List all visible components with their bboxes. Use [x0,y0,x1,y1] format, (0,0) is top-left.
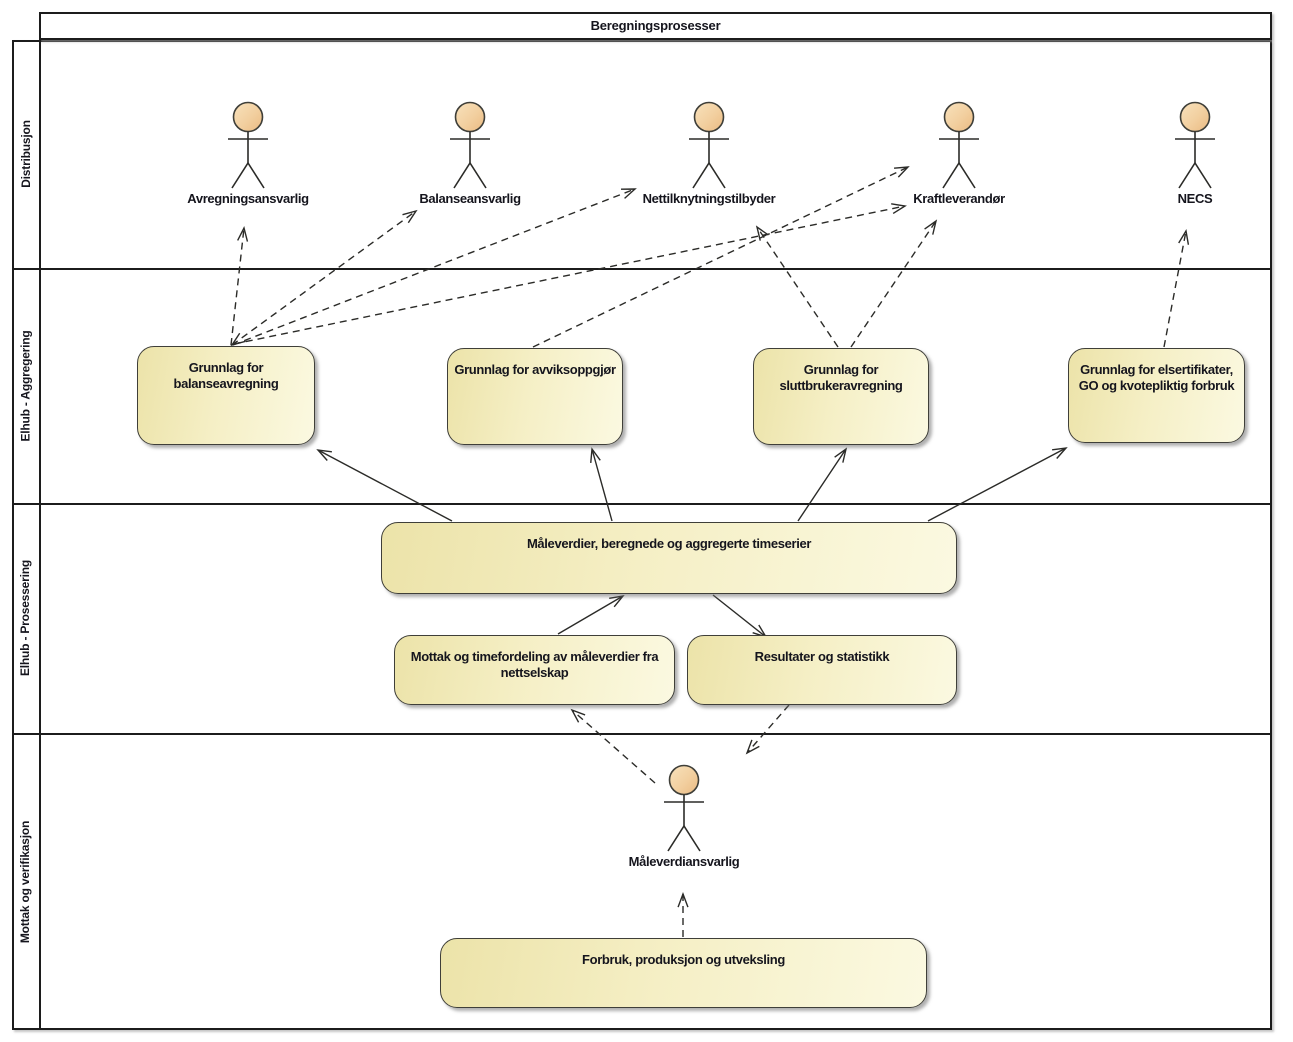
box-mottak-timefordeling: Mottak og timefordeling av måleverdier f… [394,635,675,705]
actor-figure-balanseansvarlig [450,101,490,189]
diagram-outer-frame [12,40,1272,1030]
arrow-maleverdiansvarlig-to-mottak-timefordeling [570,708,656,784]
diagram-title-band [39,12,1272,40]
arrow-maleverdier-timeserier-to-resultater-statistikk [712,594,768,639]
box-forbruk-produksjon: Forbruk, produksjon og utveksling [440,938,927,1008]
arrow-forbruk-produksjon-to-maleverdiansvarlig [677,892,689,937]
arrow-maleverdier-timeserier-to-grunnlag-balanseavregning [316,449,453,522]
arrow-grunnlag-balanseavregning-to-kraftleverandor [233,203,907,345]
actor-head-icon [693,101,725,133]
actor-figure-necs [1175,101,1215,189]
arrow-maleverdier-timeserier-to-grunnlag-sluttbrukeravregning [797,447,848,522]
diagram-title: Beregningsprosesser [590,18,721,33]
arrow-maleverdier-timeserier-to-grunnlag-elsertifikater [927,447,1068,522]
actor-figure-kraftleverandor [939,101,979,189]
actor-label-necs: NECS [1177,191,1213,206]
actor-label-balanseansvarlig: Balanseansvarlig [419,191,521,206]
lane-divider-2 [12,503,1272,505]
box-resultater-statistikk: Resultater og statistikk [687,635,957,705]
actor-head-icon [1179,101,1211,133]
actor-head-icon [454,101,486,133]
arrow-grunnlag-balanseavregning-to-balanseansvarlig [230,209,418,347]
actor-head-icon [232,101,264,133]
arrow-resultater-statistikk-to-maleverdiansvarlig [745,704,790,755]
box-grunnlag-elsertifikater: Grunnlag for elsertifikater, GO og kvote… [1068,348,1245,443]
box-grunnlag-sluttbrukeravregning: Grunnlag for sluttbrukeravregning [753,348,929,445]
box-grunnlag-balanseavregning: Grunnlag for balanseavregning [137,346,315,445]
lane-label-column-divider [39,40,41,1030]
actor-figure-avregningsansvarlig [228,101,268,189]
lane-divider-1 [12,268,1272,270]
arrow-mottak-timefordeling-to-maleverdier-timeserier [557,594,625,635]
actor-label-nettilknytningstilbyder: Nettilknytningstilbyder [642,191,776,206]
arrow-grunnlag-sluttbrukeravregning-to-nettilknytningstilbyder [755,225,839,348]
actor-label-kraftleverandor: Kraftleverandør [913,191,1005,206]
lane-divider-3 [12,733,1272,735]
actor-head-icon [943,101,975,133]
box-grunnlag-avviksoppgjor: Grunnlag for avviksoppgjør [447,348,623,445]
actor-figure-nettilknytningstilbyder [689,101,729,189]
arrow-maleverdier-timeserier-to-grunnlag-avviksoppgjor [590,447,613,522]
arrow-grunnlag-elsertifikater-to-necs [1163,229,1190,348]
actor-head-icon [668,764,700,796]
arrow-grunnlag-balanseavregning-to-nettilknytningstilbyder [232,188,637,346]
box-maleverdier-timeserier: Måleverdier, beregnede og aggregerte tim… [381,522,957,594]
actor-figure-maleverdiansvarlig [664,764,704,852]
actor-label-avregningsansvarlig: Avregningsansvarlig [187,191,309,206]
actor-label-maleverdiansvarlig: Måleverdiansvarlig [628,854,740,869]
arrow-grunnlag-avviksoppgjor-to-kraftleverandor [532,166,910,348]
arrow-grunnlag-sluttbrukeravregning-to-kraftleverandor [850,219,938,348]
arrow-grunnlag-balanseavregning-to-avregningsansvarlig [230,226,249,346]
